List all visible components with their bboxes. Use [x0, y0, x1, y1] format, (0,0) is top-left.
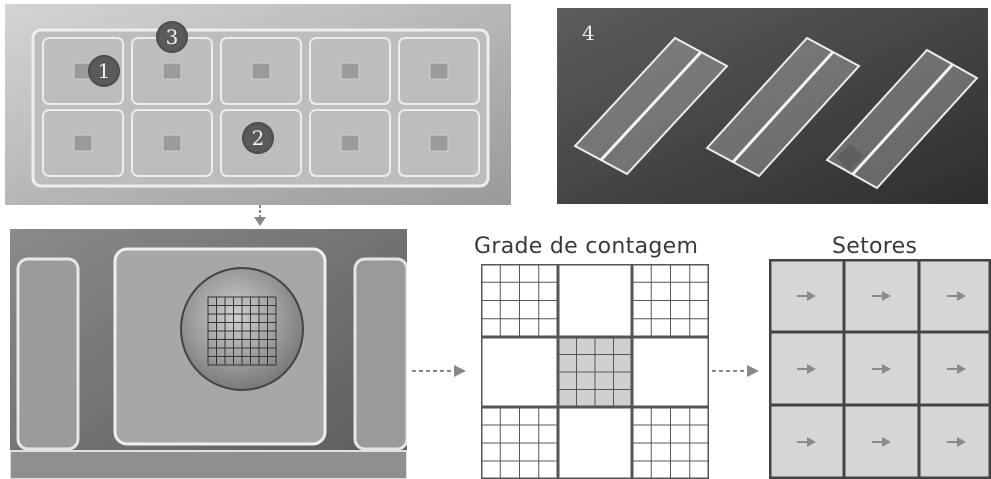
slides-photo: 4	[557, 8, 988, 204]
marker-3: 3	[156, 21, 188, 53]
sectors-title: Setores	[832, 234, 918, 259]
sector-arrow-icon	[947, 437, 966, 447]
marker-4: 4	[582, 21, 595, 45]
sector-arrow-icon	[872, 364, 891, 374]
sector-arrow-icon	[797, 291, 816, 301]
chamber-closeup-image	[10, 229, 407, 479]
sector-arrow-icon	[797, 437, 816, 447]
chamber-closeup	[10, 229, 407, 479]
grid-title: Grade de contagem	[474, 234, 699, 259]
marker-1: 1	[88, 55, 120, 87]
right-arrow-1-icon	[412, 365, 466, 377]
sector-arrow-icon	[872, 291, 891, 301]
down-arrow-icon	[254, 205, 266, 226]
slides-photo-image	[557, 8, 988, 204]
slide-top-view-image	[5, 4, 511, 205]
sector-arrow-icon	[797, 364, 816, 374]
right-arrow-2-icon	[705, 365, 759, 377]
marker-2: 2	[242, 122, 274, 154]
sector-arrow-icon	[947, 291, 966, 301]
slide-top-view: 1 2 3	[5, 4, 511, 205]
counting-grid	[481, 264, 709, 479]
sector-arrow-icon	[872, 437, 891, 447]
sectors-grid	[769, 259, 991, 479]
sector-arrow-icon	[947, 364, 966, 374]
